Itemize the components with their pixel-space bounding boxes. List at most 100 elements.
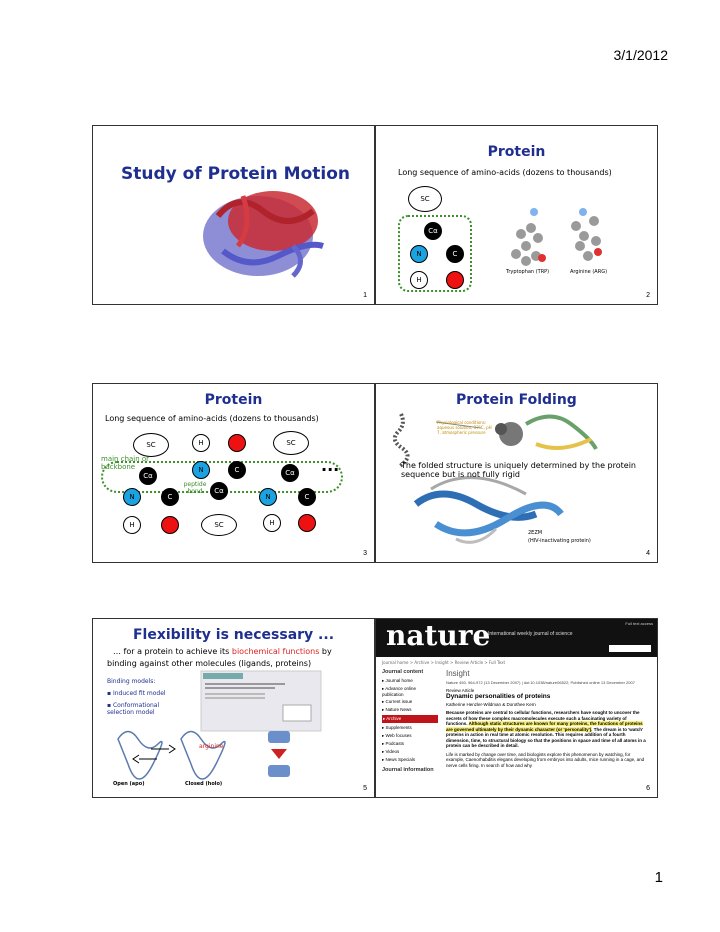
article-type: Review Article: [446, 688, 475, 693]
slide-title: Flexibility is necessary ...: [132, 627, 335, 643]
highlighted-text: Although static structures are known for…: [446, 721, 643, 732]
protein-ribbon-image: [203, 191, 324, 278]
carbon-node: C: [446, 245, 464, 263]
slide-number: 4: [646, 550, 650, 557]
nature-logo: nature: [386, 619, 491, 652]
nav-item-active[interactable]: ▸ Archive: [382, 715, 438, 723]
journal-information-heading: Journal information: [382, 767, 434, 773]
line1-part-c: by: [319, 647, 332, 656]
article-authors: Katherine Henzler-Wildman & Dorothee Ker…: [446, 702, 536, 707]
slide-subtitle: Long sequence of amino-acids (dozens to …: [105, 414, 319, 423]
article-title: Dynamic personalities of proteins: [446, 693, 551, 700]
article-paragraph: Life is marked by change over time, and …: [446, 751, 645, 768]
page-number: 1: [654, 869, 663, 886]
carbon-node: C: [298, 488, 316, 506]
ellipsis: ...: [321, 456, 340, 475]
slide-3: Protein Long sequence of amino-acids (do…: [92, 383, 375, 563]
bullet-text: Induced fit model: [112, 690, 166, 697]
nitrogen-node: N: [192, 461, 210, 479]
biochemical-functions-text: biochemical functions: [231, 647, 320, 656]
slide-title: Protein Folding: [456, 392, 577, 408]
slide-number: 5: [363, 785, 367, 792]
slide-4: Protein Folding Physiological conditions…: [375, 383, 658, 563]
alpha-carbon-node: Cα: [210, 482, 228, 500]
flexibility-line-2: binding against other molecules (ligands…: [107, 659, 312, 668]
nav-item[interactable]: ▸ Videos: [382, 749, 400, 754]
breadcrumb: Journal home > Archive > Insight > Revie…: [382, 660, 506, 665]
oxygen-node: [228, 434, 246, 452]
binding-models-title: Binding models:: [107, 678, 156, 685]
main-chain-label: main chain or backbone: [101, 455, 150, 471]
nav-item[interactable]: ▸ Web focuses: [382, 733, 412, 738]
backbone-group-box: [398, 215, 472, 292]
nav-item[interactable]: ▸ Podcasts: [382, 741, 405, 746]
nature-tagline: International weekly journal of science: [488, 631, 573, 637]
nitrogen-node: N: [123, 488, 141, 506]
journal-content-heading: Journal content: [382, 669, 424, 675]
unfolded-chain-image: [392, 413, 598, 544]
hydrogen-node: H: [192, 434, 210, 452]
hydrogen-node: H: [263, 514, 281, 532]
side-chain-oval: SC: [201, 514, 237, 536]
binding-bullet-2: ▪ Conformational selection model: [107, 702, 160, 716]
nature-header: nature International weekly journal of s…: [376, 619, 657, 657]
citation: Nature 450, 964-972 (13 December 2007) |…: [446, 680, 635, 685]
nitrogen-node: N: [410, 245, 428, 263]
slide-subtitle: Long sequence of amino-acids (dozens to …: [398, 168, 612, 177]
folding-description: The folded structure is uniquely determi…: [401, 461, 636, 479]
line1-part-a: … for a protein to achieve its: [113, 647, 232, 656]
insight-heading: Insight: [446, 669, 470, 678]
side-chain-oval: SC: [133, 433, 169, 457]
slide-title: Protein: [487, 144, 546, 160]
nav-item[interactable]: ▸ Supplements: [382, 725, 412, 730]
slide-number: 1: [363, 292, 367, 299]
slide-title: Protein: [204, 392, 263, 408]
paper-thumbnail-image: [117, 670, 322, 780]
open-apo-label: Open (apo): [113, 781, 145, 787]
nav-item[interactable]: ▸ Nature News: [382, 707, 412, 712]
oxygen-node: [161, 516, 179, 534]
nav-item[interactable]: ▸ Advance online publication: [382, 686, 417, 697]
slide-5: Flexibility is necessary ... … for a pro…: [92, 618, 375, 798]
caption-pdb-id: 2EZM: [528, 530, 543, 536]
caption-protein: (HIV-inactivating protein): [528, 538, 591, 544]
page-date: 3/1/2012: [613, 47, 669, 63]
slide-1: Study of Protein Motion 1: [92, 125, 375, 305]
article-body: Because proteins are central to cellular…: [446, 710, 646, 749]
article-area: Insight Nature 450, 964-972 (13 December…: [446, 669, 646, 768]
slide-number: 2: [646, 292, 650, 299]
nav-item[interactable]: ▸ News Specials: [382, 757, 416, 762]
amino-acid-models-image: [511, 208, 602, 266]
abstract-text-2: The dream is to 'watch' proteins in acti…: [446, 726, 646, 749]
oxygen-node: [446, 271, 464, 289]
slide-2: Protein Long sequence of amino-acids (do…: [375, 125, 658, 305]
arginine-label: arginine: [199, 743, 224, 750]
arg-label: Arginine (ARG): [570, 269, 608, 275]
hydrogen-node: H: [123, 516, 141, 534]
peptide-bond-label: peptide bond: [183, 481, 207, 495]
oxygen-node: [298, 514, 316, 532]
slide-number: 6: [646, 785, 650, 792]
slide-number: 3: [363, 550, 367, 557]
slide-title: Study of Protein Motion: [121, 164, 350, 184]
nitrogen-node: N: [259, 488, 277, 506]
side-chain-oval: SC: [408, 186, 442, 212]
trp-label: Tryptophan (TRP): [506, 269, 550, 275]
slide-6: nature International weekly journal of s…: [375, 618, 658, 798]
flexibility-line-1: … for a protein to achieve its biochemic…: [113, 647, 332, 656]
binding-bullet-1: ▪ Induced fit model: [107, 690, 166, 697]
abstract-text: Because proteins are central to cellular…: [446, 710, 640, 726]
closed-holo-label: Closed (holo): [185, 781, 223, 787]
alpha-carbon-node: Cα: [139, 467, 157, 485]
hydrogen-node: H: [410, 271, 428, 289]
carbon-node: C: [228, 461, 246, 479]
nav-item[interactable]: ▸ Journal home: [382, 678, 413, 683]
bullet-text: Conformational selection model: [107, 702, 160, 716]
search-box[interactable]: [609, 645, 651, 652]
sidebar: Journal content ▸ Journal home ▸ Advance…: [382, 669, 438, 773]
carbon-node: C: [161, 488, 179, 506]
full-text-link[interactable]: Full text access: [625, 621, 653, 626]
physiological-conditions: Physiological conditions: aqueous soluti…: [437, 420, 492, 435]
side-chain-oval: SC: [273, 431, 309, 455]
nav-item[interactable]: ▸ Current issue: [382, 699, 413, 704]
